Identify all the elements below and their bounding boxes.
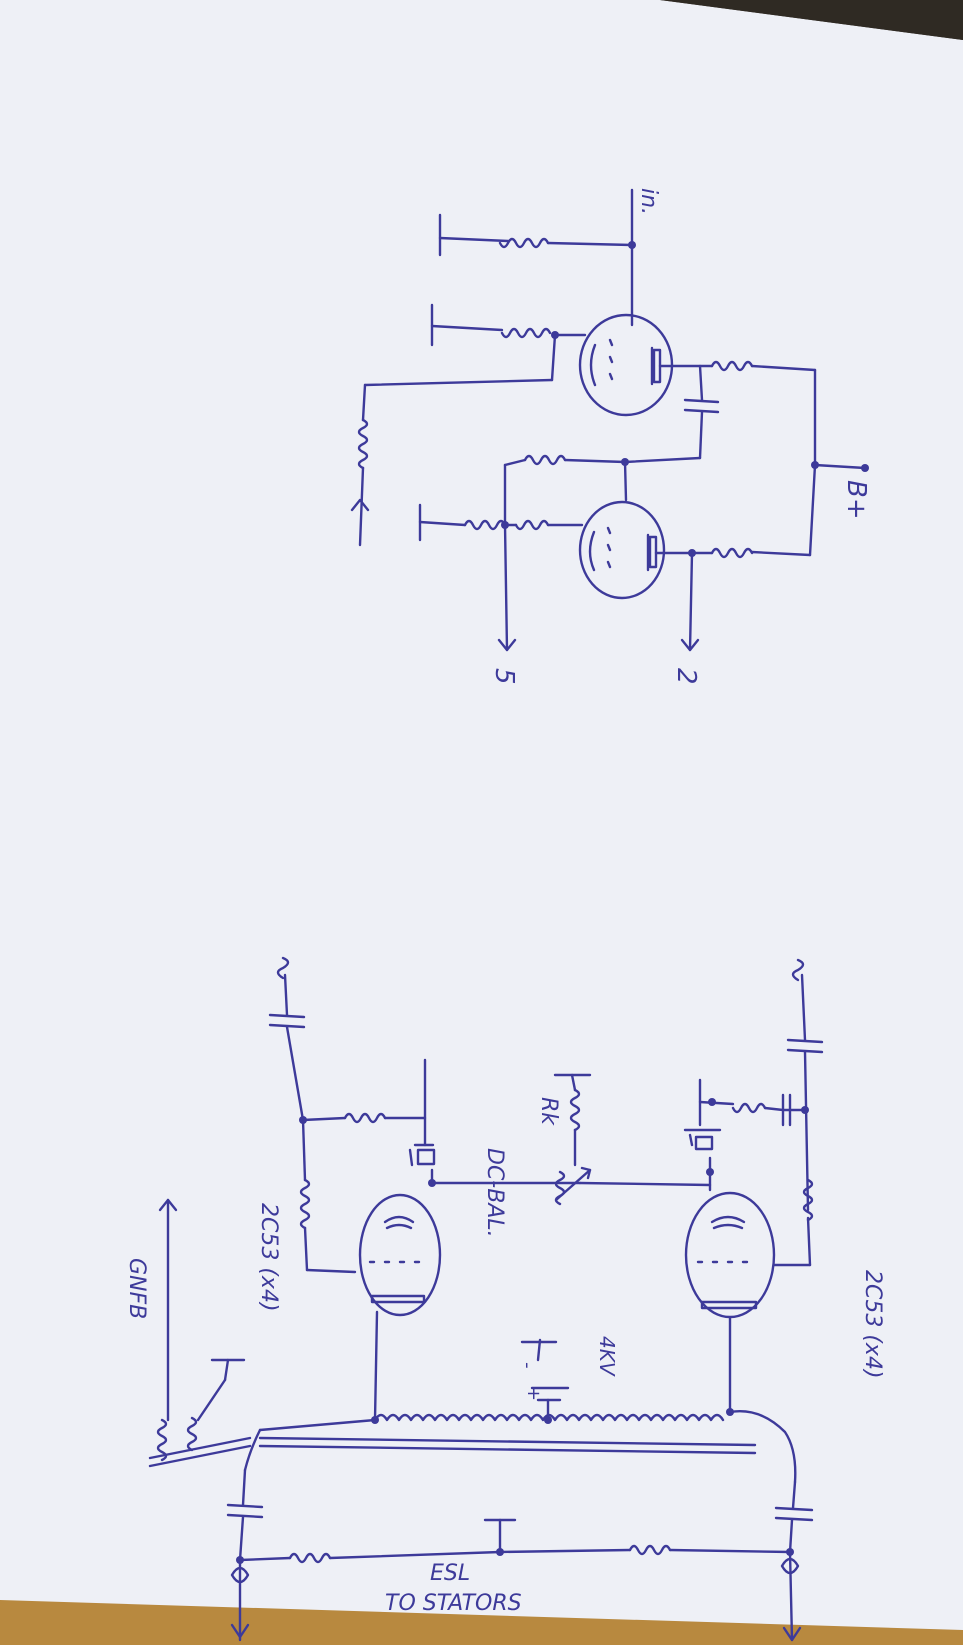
output-tube-right	[684, 1191, 776, 1416]
output-2-label: 2	[671, 668, 701, 685]
hv-label: 4KV	[595, 1336, 619, 1377]
gnfb-feedback-winding	[148, 1198, 252, 1468]
right-input-network	[683, 958, 824, 1267]
b-plus-label: B+	[841, 480, 871, 520]
gnfb-label: GNFB	[124, 1258, 149, 1319]
output-capacitor-left	[226, 1468, 264, 1564]
stator-terminal-right	[780, 1550, 802, 1642]
dc-balance-potentiometer	[430, 1073, 712, 1206]
b-plus-node	[750, 461, 869, 557]
coupling-capacitor	[621, 364, 720, 466]
stator-terminal-left	[230, 1558, 250, 1642]
feedback-resistor	[350, 383, 370, 547]
tube-right-label: 2C53 (x4)	[860, 1270, 885, 1379]
dc-bal-label: DC-BAL.	[482, 1148, 507, 1238]
output-capacitor-right	[774, 1480, 814, 1556]
output-transformer	[243, 1398, 797, 1484]
hv-plus-label: +	[523, 1386, 544, 1401]
esl-label: ESL	[430, 1561, 470, 1586]
driver-stage: in. B+ 5 2	[350, 188, 871, 685]
output-5-label: 5	[489, 668, 519, 685]
input-tube	[578, 313, 674, 417]
input-grid-resistor	[438, 188, 636, 257]
left-input-network	[268, 956, 436, 1274]
splitter-tube	[578, 460, 666, 600]
output-tube-left	[358, 1193, 442, 1424]
grid-resistor-2	[501, 454, 627, 529]
rk-label: Rk	[536, 1097, 561, 1126]
to-stators-label: TO STATORS	[385, 1591, 522, 1616]
plate-resistor-1	[658, 360, 817, 467]
esl-divider	[238, 1518, 792, 1564]
cathode-resistors-2	[418, 503, 584, 652]
cathode-resistor-1	[363, 303, 587, 387]
tube-left-label: 2C53 (x4)	[256, 1203, 281, 1312]
input-label: in.	[636, 188, 661, 215]
plate-resistor-2	[654, 547, 754, 652]
output-stage: GNFB 2C53 (x4) 2C53 (x4) DC-BAL. Rk 4KV …	[124, 956, 885, 1642]
hv-minus-label: -	[517, 1362, 538, 1369]
hv-supply-4kv	[520, 1338, 570, 1402]
